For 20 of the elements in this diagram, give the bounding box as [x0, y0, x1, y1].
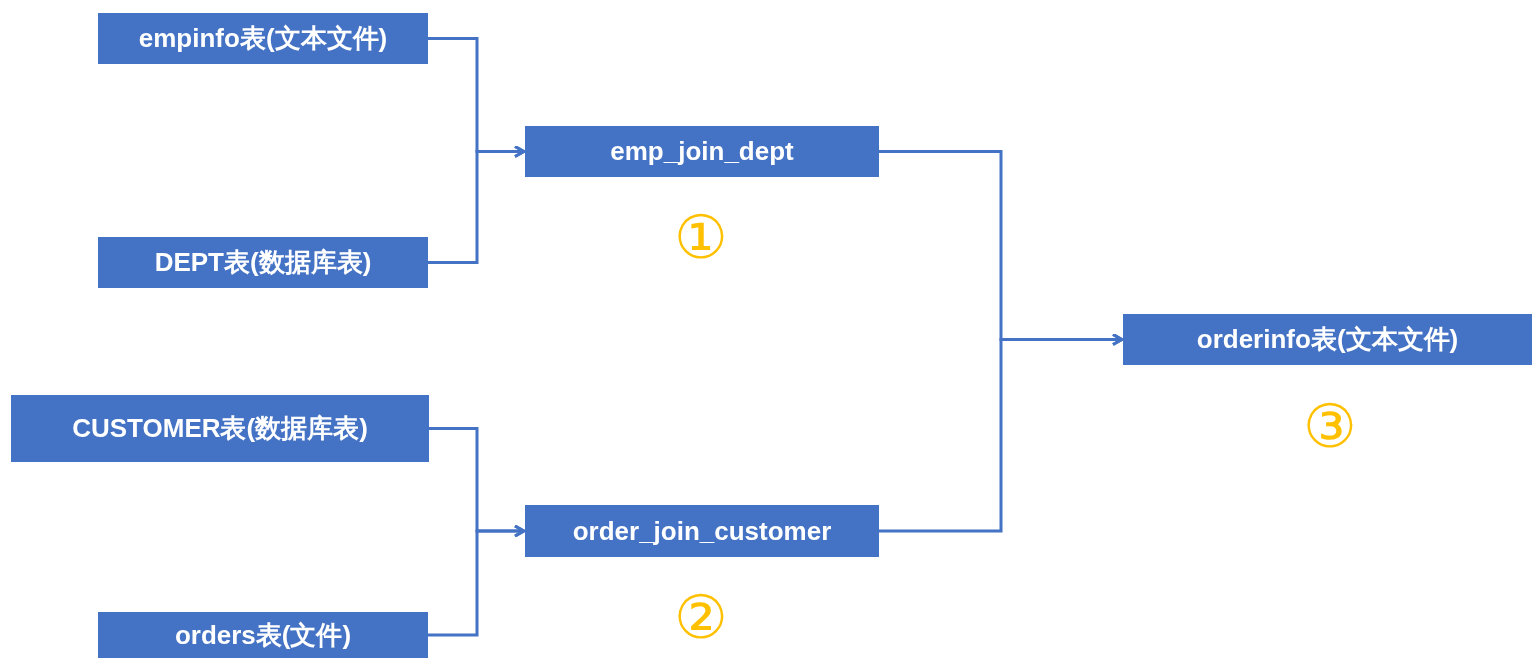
box-label: DEPT表(数据库表) [154, 246, 372, 279]
box-label: empinfo表(文本文件) [138, 22, 388, 55]
process-box [98, 612, 428, 658]
connector-arrow [879, 333, 1124, 533]
process-box [525, 126, 879, 177]
process-box [525, 505, 879, 557]
box-label: CUSTOMER表(数据库表) [72, 412, 368, 445]
process-box [1123, 314, 1532, 365]
step-number: ② [674, 587, 728, 647]
connector-arrow [428, 145, 526, 264]
process-box [11, 395, 429, 462]
box-label: orders表(文件) [174, 618, 352, 652]
process-box [98, 237, 428, 288]
box-label: order_join_customer [572, 514, 832, 548]
step-number: ① [674, 207, 728, 267]
box-label: emp_join_dept [610, 135, 794, 168]
box-label: orderinfo表(文本文件) [1196, 323, 1459, 356]
process-box [98, 13, 428, 64]
connector-arrow [428, 524, 526, 637]
step-number: ③ [1303, 396, 1357, 456]
